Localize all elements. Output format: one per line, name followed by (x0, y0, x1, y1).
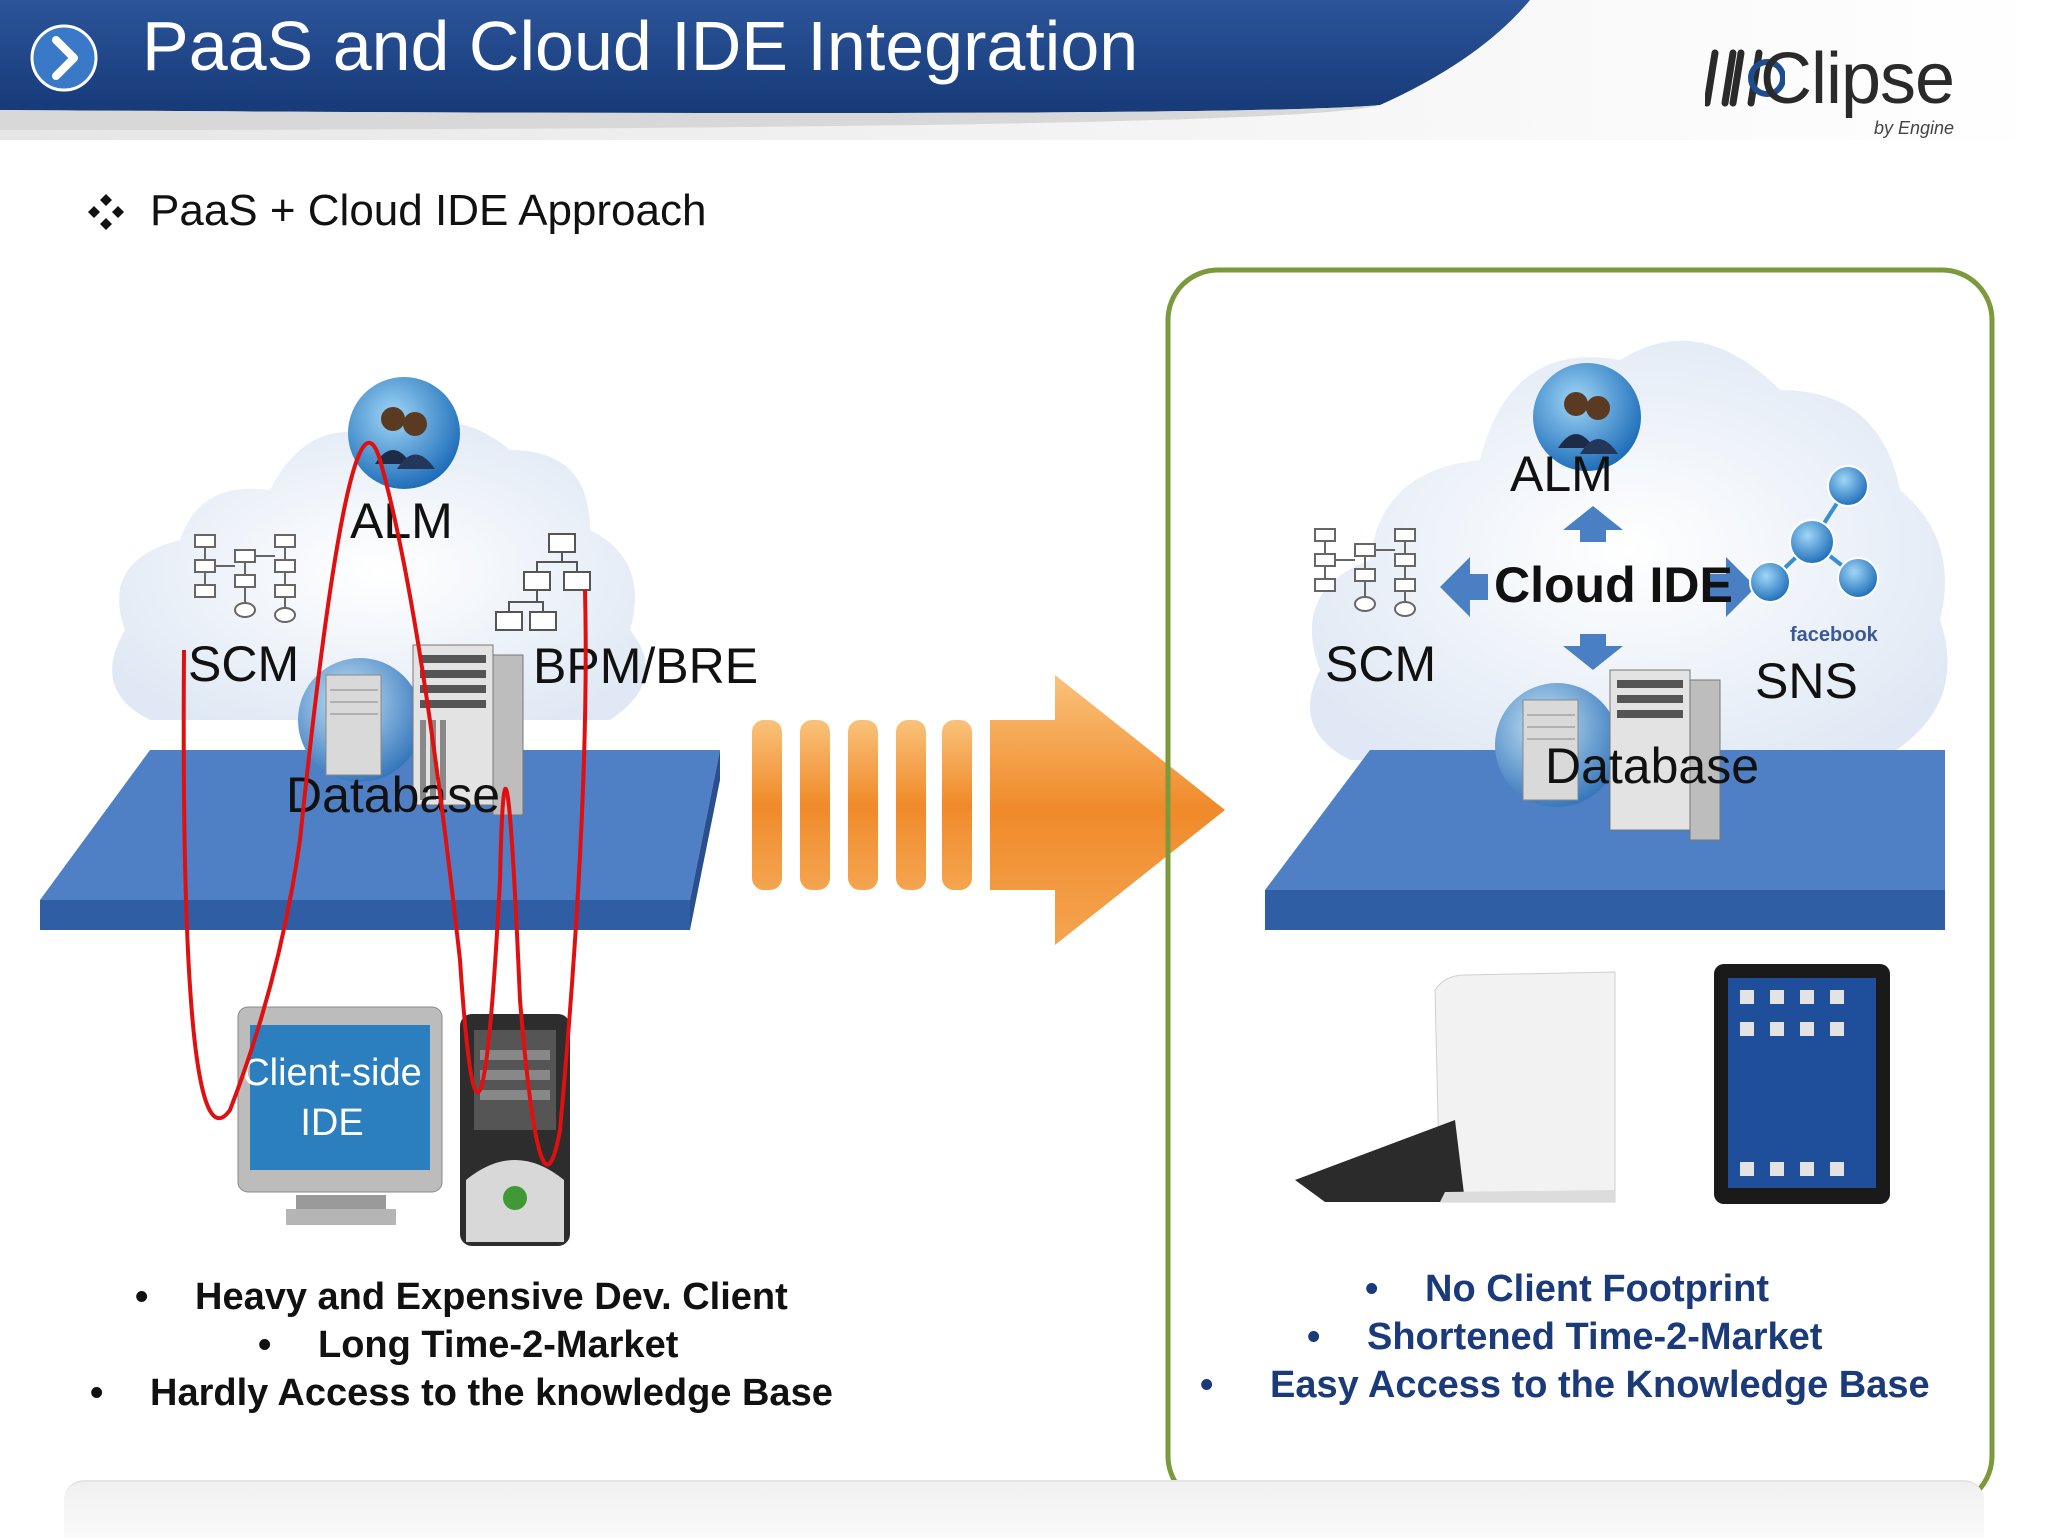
page-title: PaaS and Cloud IDE Integration (142, 7, 1139, 85)
cloud-ide-label: Cloud IDE (1494, 557, 1733, 613)
netbook-icon (1295, 971, 1616, 1203)
left-scm-label: SCM (188, 636, 300, 692)
bullet-dot: • (1307, 1316, 1321, 1358)
left-alm-label: ALM (350, 493, 453, 549)
scm-flowchart-icon (194, 534, 296, 623)
right-bullet-1: •No Client Footprint (1365, 1268, 1770, 1310)
logo-text: Clipse (1760, 39, 1955, 119)
footer-strip (64, 1480, 1984, 1538)
bullet-dot: • (90, 1372, 104, 1414)
cloud-ide-arrows-icon (1440, 506, 1756, 670)
left-bullet-3: •Hardly Access to the knowledge Base (90, 1372, 833, 1414)
chevron-right-icon (30, 24, 98, 92)
right-scm-label: SCM (1325, 636, 1437, 692)
left-bullet-1: •Heavy and Expensive Dev. Client (135, 1276, 788, 1318)
right-alm-users-icon (1533, 363, 1641, 471)
four-diamond-bullet-icon (88, 194, 124, 230)
client-ide-label: IDE (300, 1102, 364, 1144)
left-bpm-label: BPM/BRE (533, 638, 759, 694)
bullet-dot: • (1200, 1364, 1214, 1406)
right-scm-flowchart-icon (1314, 528, 1416, 617)
right-alm-label: ALM (1510, 446, 1613, 502)
facebook-label: facebook (1790, 624, 1878, 646)
subtitle: PaaS + Cloud IDE Approach (150, 186, 707, 235)
left-bullet-2: •Long Time-2-Market (258, 1324, 679, 1366)
alm-users-icon (348, 377, 460, 489)
transition-arrow-icon (752, 675, 1225, 945)
right-database-server-icon (1495, 669, 1721, 841)
logo-byline: by Engine (1874, 118, 1955, 138)
header-band (0, 0, 2048, 140)
sns-label: SNS (1755, 653, 1858, 709)
right-cloud-platform (1265, 340, 1948, 930)
tablet-icon (1714, 964, 1890, 1204)
left-database-label: Database (286, 767, 501, 823)
bullet-dot: • (1365, 1268, 1379, 1310)
right-bullet-3: •Easy Access to the Knowledge Base (1200, 1364, 1930, 1406)
desktop-tower-icon (460, 1014, 570, 1246)
bullet-dot: • (258, 1324, 272, 1366)
right-bullet-2: •Shortened Time-2-Market (1307, 1316, 1823, 1358)
client-side-label: Client-side (242, 1052, 422, 1094)
sns-network-icon (1749, 465, 1879, 603)
bullet-dot: • (135, 1276, 149, 1318)
bpm-org-chart-icon (495, 533, 591, 631)
right-database-label: Database (1545, 738, 1760, 794)
uclipse-logo-icon (1705, 49, 1785, 107)
